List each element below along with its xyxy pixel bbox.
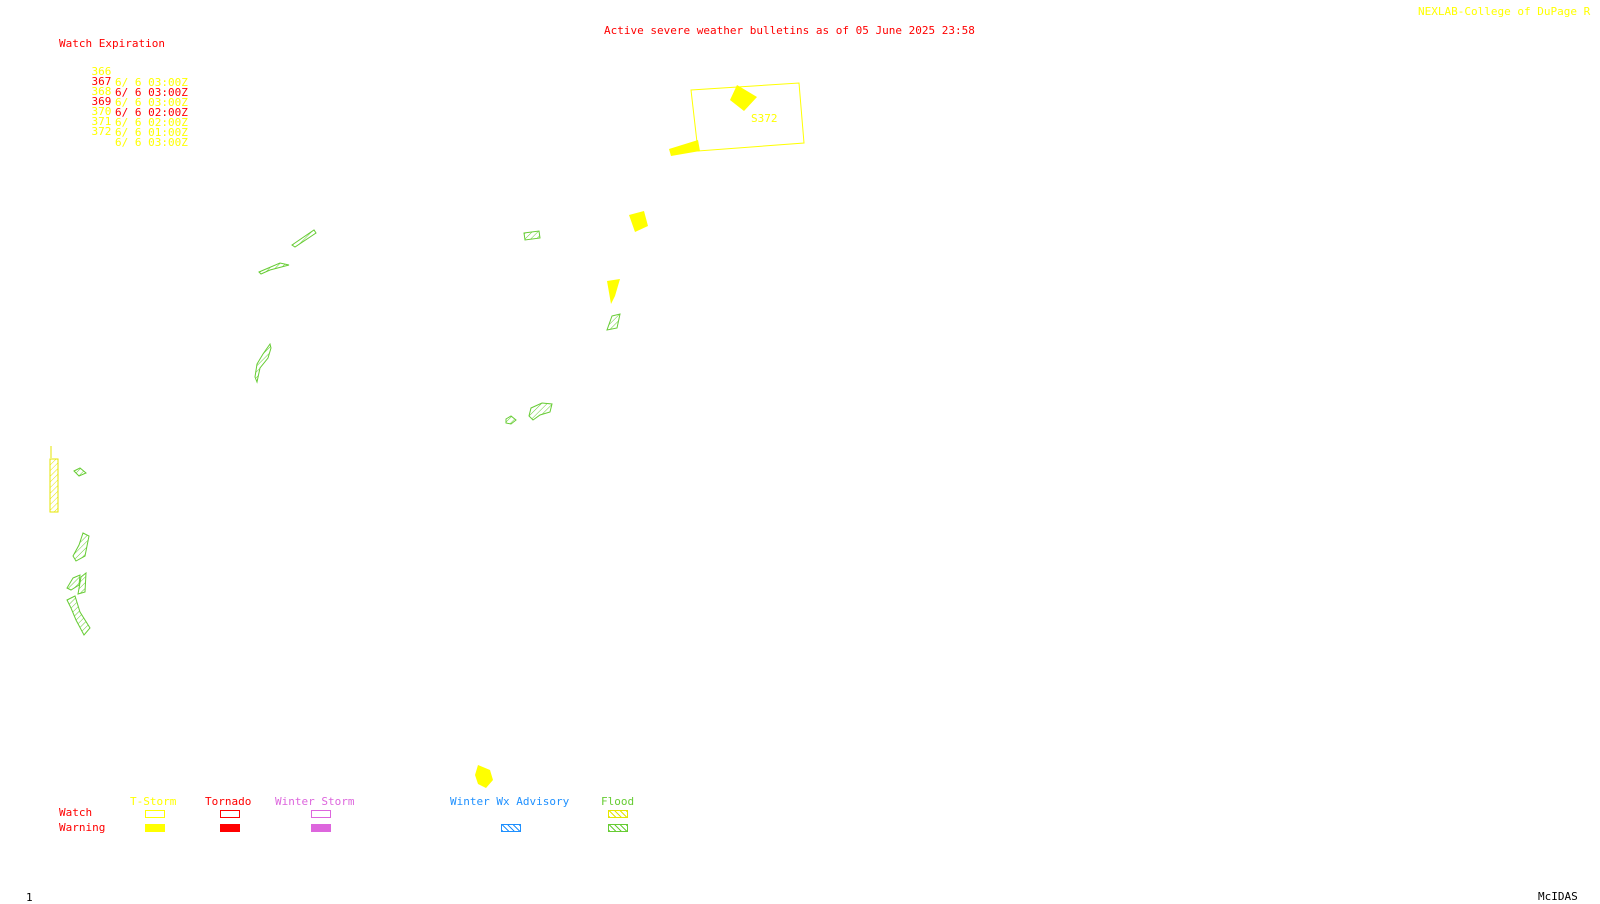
legend-label-tstorm: T-Storm (130, 795, 177, 808)
flood-warning-polygon[interactable] (291, 229, 317, 248)
watch-id: 370 (91, 105, 112, 118)
flood-warning-polygon[interactable] (258, 262, 290, 275)
watch-box-label: S372 (751, 112, 778, 125)
watch-expiration: 6/ 6 03:00Z (115, 86, 188, 99)
flood-warning-polygon[interactable] (254, 342, 272, 384)
legend-row-watch: Watch (59, 806, 93, 819)
flood-warning-polygon[interactable] (72, 532, 90, 562)
source-credit: NEXLAB-College of DuPage R (1418, 5, 1591, 18)
watch-row[interactable]: 367 6/ 6 03:00Z (65, 65, 188, 109)
watch-id: 369 (91, 95, 112, 108)
flood-warning-polygon[interactable] (77, 571, 87, 595)
watch-row[interactable]: 370 6/ 6 02:00Z (65, 95, 188, 139)
legend-swatch-tornado-warning (220, 824, 240, 832)
legend-label-flood: Flood (601, 795, 635, 808)
watch-row[interactable]: 366 6/ 6 03:00Z (65, 55, 188, 99)
watch-expiration: 6/ 6 03:00Z (115, 96, 188, 109)
tstorm-watch-372-outline[interactable] (690, 82, 805, 152)
watch-expiration: 6/ 6 02:00Z (115, 116, 188, 129)
flood-warning-polygon[interactable] (66, 574, 81, 591)
legend-swatch-flood-watch (608, 810, 628, 818)
watch-expiration: 6/ 6 03:00Z (115, 136, 188, 149)
flood-warning-polygon[interactable] (505, 415, 517, 425)
watch-row[interactable]: 368 6/ 6 03:00Z (65, 75, 188, 119)
bulletin-title: Active severe weather bulletins as of 05… (604, 24, 975, 37)
legend-row-warning: Warning (59, 821, 106, 834)
software-credit: McIDAS (1538, 890, 1578, 903)
legend-swatch-tstorm-warning (145, 824, 165, 832)
flood-warning-polygon[interactable] (528, 402, 553, 421)
flood-yellow-polygon[interactable] (49, 458, 59, 513)
watch-expiration: 6/ 6 03:00Z (115, 76, 188, 89)
tstorm-warning-polygon[interactable] (475, 765, 493, 788)
watch-id: 368 (91, 85, 112, 98)
watch-row[interactable]: 372 6/ 6 03:00Z (65, 115, 188, 159)
legend-swatch-tornado-watch (220, 810, 240, 818)
tstorm-warning-polygon[interactable] (607, 279, 620, 304)
legend-swatch-winter-storm-warning (311, 824, 331, 832)
legend-label-winter-advisory: Winter Wx Advisory (450, 795, 570, 808)
watch-id: 366 (91, 65, 112, 78)
legend-label-tornado: Tornado (205, 795, 252, 808)
watch-expiration: 6/ 6 02:00Z (115, 106, 188, 119)
tstorm-warning-polygon[interactable] (629, 211, 648, 232)
flood-warning-polygon[interactable] (606, 313, 621, 331)
legend-swatch-tstorm-watch (145, 810, 165, 818)
watch-expiration: 6/ 6 01:00Z (115, 126, 188, 139)
watch-row[interactable]: 371 6/ 6 01:00Z (65, 105, 188, 149)
frame-number: 1 (26, 891, 33, 904)
legend-swatch-winter-storm-watch (311, 810, 331, 818)
flood-warning-polygon[interactable] (523, 230, 541, 241)
watch-table-heading: Watch Expiration (59, 37, 165, 50)
watch-id: 372 (91, 125, 112, 138)
flood-warning-polygon[interactable] (73, 467, 87, 477)
legend-swatch-flood-warning (608, 824, 628, 832)
tstorm-warning-polygon[interactable] (669, 140, 700, 156)
legend-label-winter-storm: Winter Storm (275, 795, 355, 808)
watch-row[interactable]: 369 6/ 6 02:00Z (65, 85, 188, 129)
watch-id: 367 (91, 75, 112, 88)
flood-warning-polygon[interactable] (66, 595, 91, 636)
legend-swatch-winter-advisory-warning (501, 824, 521, 832)
tstorm-warning-polygon[interactable] (730, 85, 757, 111)
watch-id: 371 (91, 115, 112, 128)
